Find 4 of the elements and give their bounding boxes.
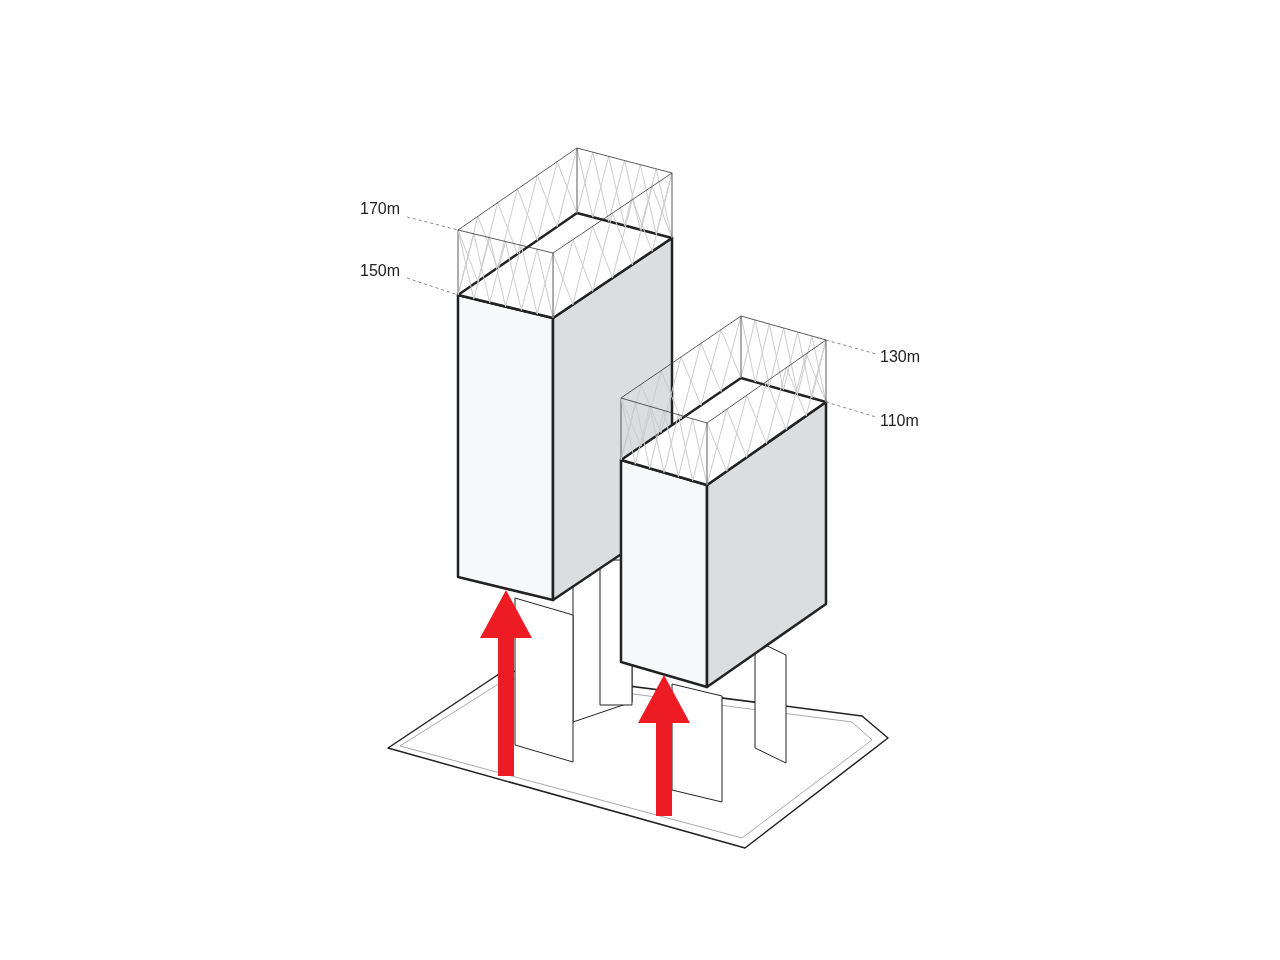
height-label: 110m bbox=[880, 412, 919, 430]
height-label: 130m bbox=[880, 348, 921, 366]
height-label: 150m bbox=[360, 262, 401, 280]
height-label: 170m bbox=[360, 200, 401, 218]
